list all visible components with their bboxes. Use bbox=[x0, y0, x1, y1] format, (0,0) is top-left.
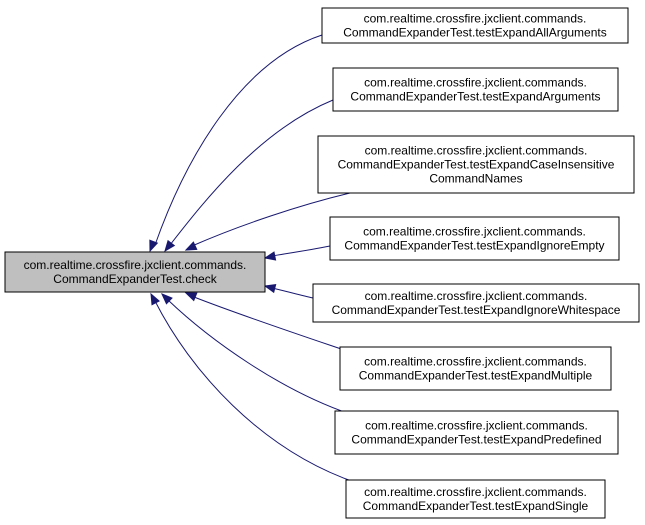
caller-node-test-expand-ignore-empty-label-line-1: com.realtime.crossfire.jxclient.commands… bbox=[363, 225, 586, 239]
caller-node-test-expand-ignore-empty-label-line-2: CommandExpanderTest.testExpandIgnoreEmpt… bbox=[344, 239, 604, 253]
edge-7-arrowhead bbox=[161, 293, 173, 305]
caller-node-test-expand-ignore-whitespace[interactable] bbox=[312, 283, 640, 323]
edge-5-arrowhead bbox=[263, 283, 277, 294]
edge-6-arrowhead bbox=[184, 292, 198, 302]
edges-layer bbox=[149, 34, 358, 484]
caller-node-test-expand-predefined-label-line-1: com.realtime.crossfire.jxclient.commands… bbox=[365, 419, 588, 433]
edge-8-arrowhead bbox=[150, 292, 161, 306]
edge-1-arrowhead bbox=[149, 239, 159, 253]
caller-node-test-expand-all-arguments-label-line-1: com.realtime.crossfire.jxclient.commands… bbox=[364, 12, 587, 26]
caller-node-test-expand-ignore-empty[interactable] bbox=[329, 216, 620, 261]
caller-node-test-expand-ignore-whitespace-label-line-1: com.realtime.crossfire.jxclient.commands… bbox=[365, 289, 588, 303]
caller-node-test-expand-predefined-label-line-2: CommandExpanderTest.testExpandPredefined bbox=[351, 433, 601, 447]
caller-node-test-expand-case-insensitive-command-names[interactable] bbox=[317, 135, 635, 194]
caller-node-test-expand-multiple-label-line-2: CommandExpanderTest.testExpandMultiple bbox=[359, 369, 593, 383]
edge-5 bbox=[271, 287, 314, 299]
caller-node-test-expand-multiple[interactable] bbox=[339, 346, 612, 391]
edge-2 bbox=[169, 99, 334, 246]
caller-node-test-expand-multiple-label-line-1: com.realtime.crossfire.jxclient.commands… bbox=[364, 355, 587, 369]
caller-node-test-expand-case-insensitive-command-names-label-line-2: CommandExpanderTest.testExpandCaseInsens… bbox=[338, 158, 615, 172]
edge-3-arrowhead bbox=[184, 241, 198, 251]
caller-node-test-expand-predefined[interactable] bbox=[334, 410, 619, 455]
edge-3 bbox=[191, 192, 351, 247]
edge-2-arrowhead bbox=[164, 239, 176, 253]
caller-node-test-expand-single[interactable] bbox=[345, 479, 606, 519]
caller-node-test-expand-arguments-label-line-1: com.realtime.crossfire.jxclient.commands… bbox=[364, 76, 587, 90]
edge-8 bbox=[154, 300, 358, 484]
root-node-check-label-line-2: CommandExpanderTest.check bbox=[53, 272, 217, 286]
caller-node-test-expand-case-insensitive-command-names-label-line-1: com.realtime.crossfire.jxclient.commands… bbox=[365, 144, 588, 158]
root-node-check-label-line-1: com.realtime.crossfire.jxclient.commands… bbox=[24, 258, 247, 272]
edge-7 bbox=[167, 299, 351, 415]
caller-node-test-expand-all-arguments-label-line-2: CommandExpanderTest.testExpandAllArgumen… bbox=[343, 26, 606, 40]
caller-node-test-expand-arguments-label-line-2: CommandExpanderTest.testExpandArguments bbox=[350, 90, 600, 104]
edge-1 bbox=[154, 34, 323, 246]
nodes-layer: com.realtime.crossfire.jxclient.commands… bbox=[4, 7, 640, 519]
edge-6 bbox=[193, 296, 351, 353]
root-node-check[interactable] bbox=[4, 251, 266, 293]
edge-4 bbox=[271, 245, 331, 257]
edge-4-arrowhead bbox=[263, 251, 277, 261]
caller-node-test-expand-single-label-line-2: CommandExpanderTest.testExpandSingle bbox=[363, 499, 589, 513]
caller-node-test-expand-all-arguments[interactable] bbox=[321, 7, 629, 44]
caller-node-test-expand-ignore-whitespace-label-line-2: CommandExpanderTest.testExpandIgnoreWhit… bbox=[332, 303, 621, 317]
caller-node-test-expand-case-insensitive-command-names-label-line-3: CommandNames bbox=[429, 172, 522, 186]
caller-node-test-expand-single-label-line-1: com.realtime.crossfire.jxclient.commands… bbox=[364, 485, 587, 499]
caller-node-test-expand-arguments[interactable] bbox=[332, 67, 619, 112]
